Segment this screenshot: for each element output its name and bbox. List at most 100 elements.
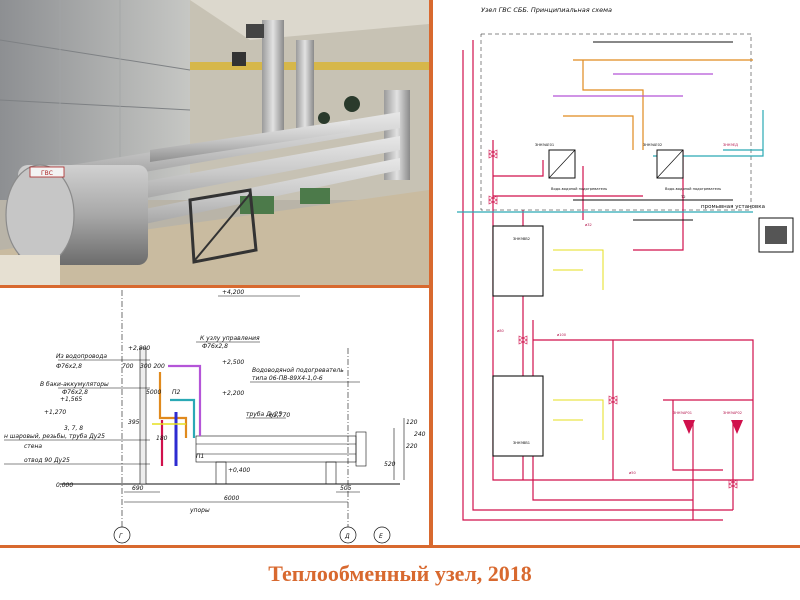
heater-flange bbox=[355, 431, 367, 467]
tank-label: ГВС bbox=[41, 170, 53, 177]
axis-bubble-d bbox=[339, 526, 357, 544]
label-control: К узлу управления bbox=[200, 335, 260, 342]
elevation-drawing: Г Д Е +4,200 +2,800 +2,500 +2,200 +1,770… bbox=[4, 289, 426, 544]
pump-left bbox=[683, 420, 695, 434]
wall-section bbox=[139, 347, 147, 485]
return-lines bbox=[573, 41, 733, 221]
drainage-lines bbox=[553, 249, 604, 440]
tag-hx-right: ЗНК9АЕ02 bbox=[643, 143, 662, 147]
elevation-1270: +1,270 bbox=[44, 409, 66, 416]
elevation-2800: +2,800 bbox=[128, 345, 150, 352]
label-branch: отвод 90 Ду25 bbox=[24, 457, 70, 464]
unit-boundary bbox=[480, 33, 752, 211]
valve-handle bbox=[232, 52, 246, 66]
tag-tank-bottom: ЗНК9ВВ1 bbox=[513, 441, 530, 445]
support-leg bbox=[325, 461, 337, 485]
label-valves: 3, 7, 8 bbox=[64, 425, 83, 432]
label-pipe25: труба Ду25 bbox=[246, 411, 282, 418]
label-heater: Водоводяной подогреватель bbox=[252, 367, 344, 374]
axis-bubble-e bbox=[373, 526, 391, 544]
dim-395: 395 bbox=[128, 419, 140, 426]
label-p1: П1 bbox=[196, 453, 204, 460]
schematic-panel: Узел ГВС СББ. Принципиальная схема bbox=[433, 0, 800, 545]
dim-240: 240 bbox=[414, 431, 426, 438]
axis-label-e: Е bbox=[379, 533, 383, 540]
principal-schematic: Узел ГВС СББ. Принципиальная схема bbox=[457, 6, 794, 521]
recirculation-lines bbox=[553, 73, 713, 97]
dim-690: 690 bbox=[132, 485, 144, 492]
dim-180: 180 bbox=[156, 435, 168, 442]
floor-equipment bbox=[240, 196, 274, 214]
valve bbox=[488, 195, 498, 205]
elevation-2500: +2,500 bbox=[222, 359, 244, 366]
valve bbox=[728, 479, 738, 489]
wash-installation-body bbox=[765, 226, 787, 244]
heat-exchanger-photo: ГВС bbox=[0, 0, 429, 285]
steam-pipe bbox=[158, 372, 188, 438]
dim-505: 505 bbox=[340, 485, 352, 492]
axis-label-g: Г bbox=[119, 533, 123, 540]
label-valve-type: н шаровый, резьбы, труба Ду25 bbox=[4, 433, 105, 440]
label-from-supply-pipe: Ф76х2,8 bbox=[56, 363, 82, 370]
valve-handle bbox=[246, 24, 264, 38]
label-to-accum-pipe: Ф76х2,8 bbox=[62, 389, 88, 396]
valve bbox=[518, 335, 528, 345]
dim-5000: 5000 bbox=[146, 389, 161, 396]
vertical-pipe bbox=[262, 20, 284, 140]
tank-end bbox=[5, 164, 75, 266]
label-p2: П2 bbox=[172, 389, 181, 396]
label-wash: промывная установка bbox=[701, 204, 765, 210]
tag-pump-right: ЗНК9АР02 bbox=[723, 411, 742, 415]
elevation-0: 0,000 bbox=[56, 482, 73, 489]
elevation-2200: +2,200 bbox=[222, 390, 244, 397]
elevation-400: +0,400 bbox=[228, 467, 250, 474]
label-supports: упоры bbox=[189, 507, 210, 514]
label-heater-type: типа 06-ПВ-89Х4-1,0-6 bbox=[252, 375, 323, 382]
tag-hx-left: ЗНК9АЕ01 bbox=[535, 143, 554, 147]
valve-wheel bbox=[318, 112, 330, 124]
tag-d32: ø32 bbox=[585, 223, 592, 227]
frame-divider-horizontal bbox=[0, 285, 429, 288]
dim-220: 220 bbox=[406, 443, 418, 450]
cold-water-pipe bbox=[170, 398, 196, 438]
elevation-drawing-panel: Г Д Е +4,200 +2,800 +2,500 +2,200 +1,770… bbox=[0, 288, 429, 545]
cold-water-lines bbox=[457, 110, 764, 213]
label-t2: Т2 bbox=[680, 195, 685, 199]
elevation-1565: +1,565 bbox=[60, 396, 82, 403]
tag-tank-top: ЗНК9ВВ2 bbox=[513, 237, 530, 241]
label-heater-a: Водо-водяной подогреватель bbox=[551, 187, 607, 191]
tank-label-plate bbox=[29, 166, 65, 178]
tag-cold: ЗНК9ЕД bbox=[723, 143, 738, 147]
label-from-supply: Из водопровода bbox=[56, 353, 107, 360]
dim-120: 120 bbox=[406, 419, 418, 426]
schematic-title: Узел ГВС СББ. Принципиальная схема bbox=[481, 6, 612, 14]
valve bbox=[608, 395, 618, 405]
slide-caption: Теплообменный узел, 2018 bbox=[268, 561, 532, 586]
supply-lines bbox=[462, 40, 754, 521]
storage-tank-bottom bbox=[492, 375, 544, 457]
pump-right bbox=[731, 420, 743, 434]
heater-body bbox=[195, 435, 357, 463]
elevation-top: +4,200 bbox=[222, 289, 244, 296]
label-heater-b: Водо-водяной подогреватель bbox=[665, 187, 721, 191]
frame-divider-vertical bbox=[429, 0, 433, 548]
storage-tank-top bbox=[492, 225, 544, 297]
tag-d50: ø50 bbox=[629, 471, 636, 475]
valve-set bbox=[488, 149, 738, 489]
label-wall: стена bbox=[24, 443, 42, 450]
steam-lines bbox=[563, 59, 753, 150]
axis-label-d: Д bbox=[344, 533, 350, 540]
tag-pump-left: ЗНК9АР01 bbox=[673, 411, 692, 415]
tag-d100: ø100 bbox=[557, 333, 567, 337]
axis-bubble-g bbox=[113, 526, 131, 544]
photo-panel: ГВС bbox=[0, 0, 429, 285]
frame-divider-bottom bbox=[0, 545, 800, 548]
long-pipe bbox=[150, 120, 350, 162]
floor-bags bbox=[0, 255, 60, 285]
valve bbox=[488, 149, 498, 159]
tag-d80: ø80 bbox=[497, 329, 504, 333]
dim-300-200: 300 200 bbox=[140, 363, 165, 370]
valve-wheel bbox=[344, 96, 360, 112]
recirculation-pipe bbox=[168, 364, 202, 436]
vertical-pipe bbox=[296, 40, 314, 140]
